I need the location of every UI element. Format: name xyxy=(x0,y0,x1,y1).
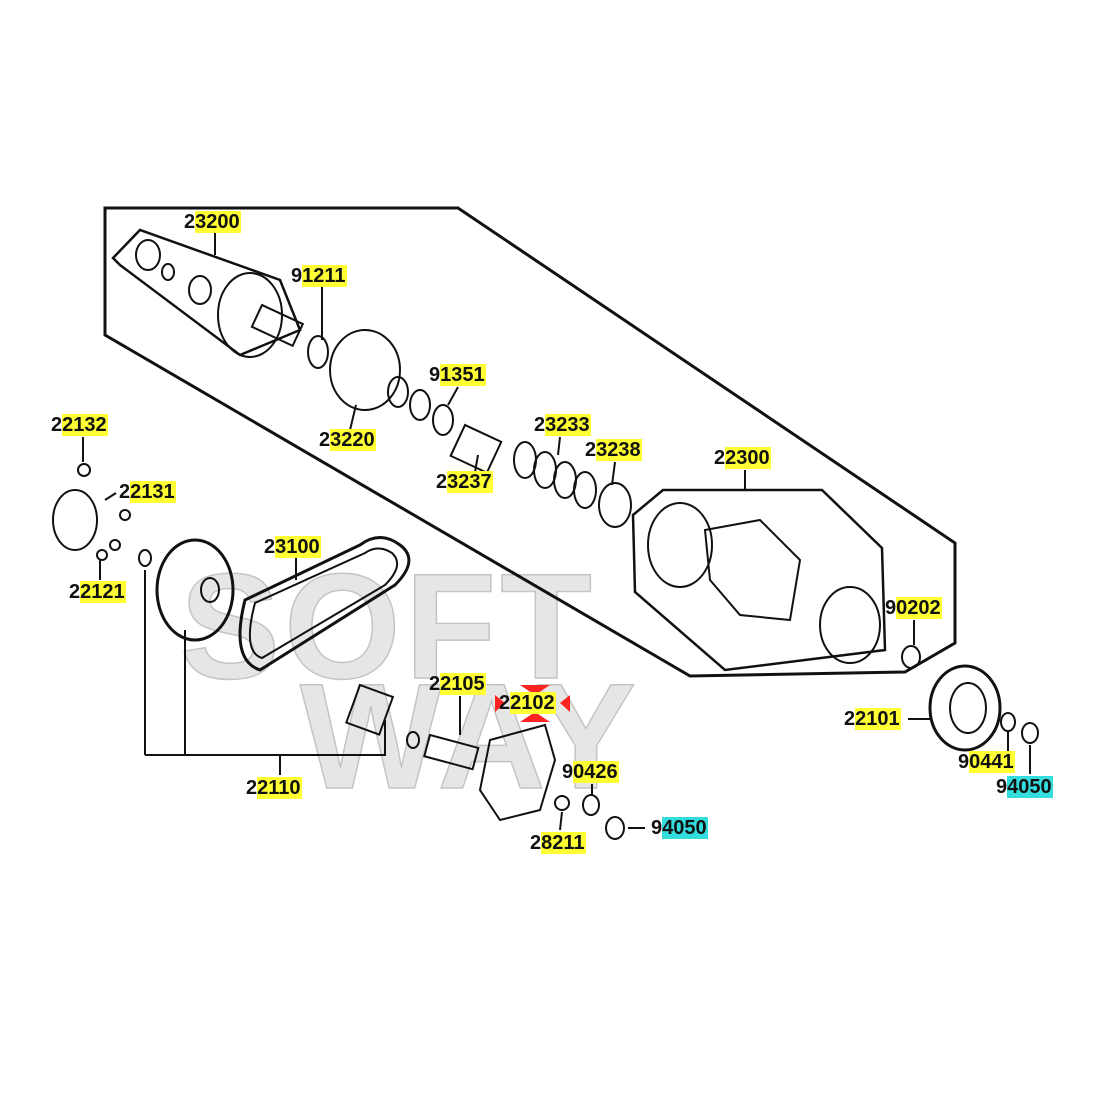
part-label-22105[interactable]: 22105 xyxy=(428,673,486,695)
shaft-part xyxy=(250,303,305,348)
clutch-hub xyxy=(819,586,881,664)
part-label-91211[interactable]: 91211 xyxy=(290,265,347,287)
nut-94050-right xyxy=(1021,722,1039,744)
clutch-outer-inner xyxy=(949,682,987,734)
collar-part xyxy=(449,423,503,475)
clutch-outer xyxy=(928,664,1002,752)
washer-90441 xyxy=(1000,712,1016,732)
fan-drive-face xyxy=(478,723,557,822)
spring-seat-part xyxy=(598,482,632,528)
roller-part xyxy=(119,509,131,521)
v-belt-inner xyxy=(248,547,399,660)
part-label-94050-right[interactable]: 94050 xyxy=(995,776,1053,798)
o-ring-part xyxy=(409,389,431,421)
watermark-line1: SOFT xyxy=(179,541,596,711)
part-label-22101[interactable]: 22101 xyxy=(843,708,901,730)
spring-coil xyxy=(553,461,577,499)
fixed-driven-face xyxy=(217,272,283,358)
leader-lines xyxy=(82,233,1031,831)
clip-part xyxy=(138,549,152,567)
ramp-plate xyxy=(52,489,98,551)
clutch-plate xyxy=(647,502,713,588)
movable-driven-face xyxy=(329,329,401,411)
oil-seal-part xyxy=(307,335,329,369)
drive-face-hole xyxy=(200,577,220,603)
bearing-part xyxy=(188,275,212,305)
v-belt xyxy=(238,536,411,672)
spring-coil xyxy=(513,441,537,479)
part-label-91351[interactable]: 91351 xyxy=(428,364,486,386)
movable-drive-face xyxy=(155,538,235,642)
washer-part xyxy=(161,263,175,281)
roller-part xyxy=(109,539,121,551)
part-label-28211[interactable]: 28211 xyxy=(529,832,586,854)
nut-94050 xyxy=(605,816,625,840)
washer-90426 xyxy=(582,794,600,816)
collar-22105 xyxy=(423,733,480,771)
roller-part xyxy=(96,549,108,561)
clutch-group-outline xyxy=(631,488,887,672)
part-label-23238[interactable]: 23238 xyxy=(584,439,642,461)
part-label-23237[interactable]: 23237 xyxy=(435,471,493,493)
nut-90202 xyxy=(901,645,921,669)
o-ring-part xyxy=(432,404,454,436)
clip-part xyxy=(406,731,420,749)
collar-22102 xyxy=(345,683,395,736)
driven-assembly-outline xyxy=(103,206,957,678)
part-label-22132[interactable]: 22132 xyxy=(50,414,108,436)
bearing-part xyxy=(135,239,161,271)
part-label-22131[interactable]: 22131 xyxy=(118,481,176,503)
part-label-23100[interactable]: 23100 xyxy=(263,536,321,558)
spring-coil xyxy=(573,471,597,509)
part-label-22110[interactable]: 22110 xyxy=(245,777,302,799)
part-label-23233[interactable]: 23233 xyxy=(533,414,591,436)
part-label-23220[interactable]: 23220 xyxy=(318,429,376,451)
part-label-90441[interactable]: 90441 xyxy=(957,751,1015,773)
part-label-22121[interactable]: 22121 xyxy=(68,581,126,603)
part-label-22102[interactable]: 22102 xyxy=(498,692,556,714)
part-label-90426[interactable]: 90426 xyxy=(561,761,619,783)
bush-28211 xyxy=(554,795,570,811)
spring-coil xyxy=(533,451,557,489)
part-label-90202[interactable]: 90202 xyxy=(884,597,942,619)
clutch-shoe xyxy=(703,518,802,622)
oil-seal-part xyxy=(387,376,409,408)
slider-part xyxy=(77,463,91,477)
part-label-22300[interactable]: 22300 xyxy=(713,447,771,469)
part-label-94050[interactable]: 94050 xyxy=(650,817,708,839)
part-label-23200[interactable]: 23200 xyxy=(183,211,241,233)
